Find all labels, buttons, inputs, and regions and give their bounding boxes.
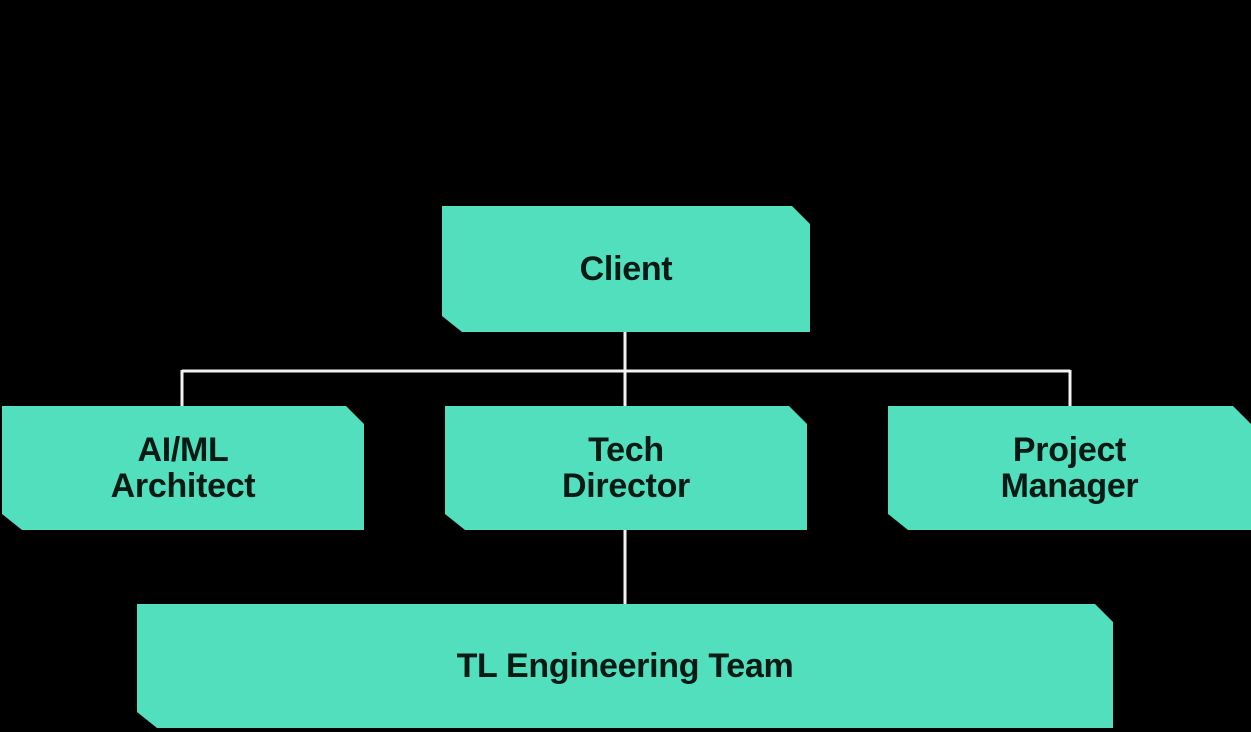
project-manager-label-line1: Project bbox=[1012, 431, 1127, 469]
project-manager-label-line2: Manager bbox=[1000, 467, 1139, 505]
client-label: Client bbox=[579, 250, 673, 288]
tech-director-label-line2: Director bbox=[562, 467, 690, 505]
aiml-label-line2: Architect bbox=[110, 467, 256, 505]
project-manager-node: Project Manager bbox=[888, 406, 1251, 530]
tech-director-node: Tech Director bbox=[445, 406, 807, 530]
aiml-architect-node: AI/ML Architect bbox=[2, 406, 364, 530]
engineering-team-node: TL Engineering Team bbox=[137, 604, 1113, 728]
engineering-team-label: TL Engineering Team bbox=[456, 647, 794, 685]
client-node: Client bbox=[442, 206, 810, 332]
tech-director-label-line1: Tech bbox=[588, 431, 664, 469]
aiml-label-line1: AI/ML bbox=[137, 431, 229, 469]
